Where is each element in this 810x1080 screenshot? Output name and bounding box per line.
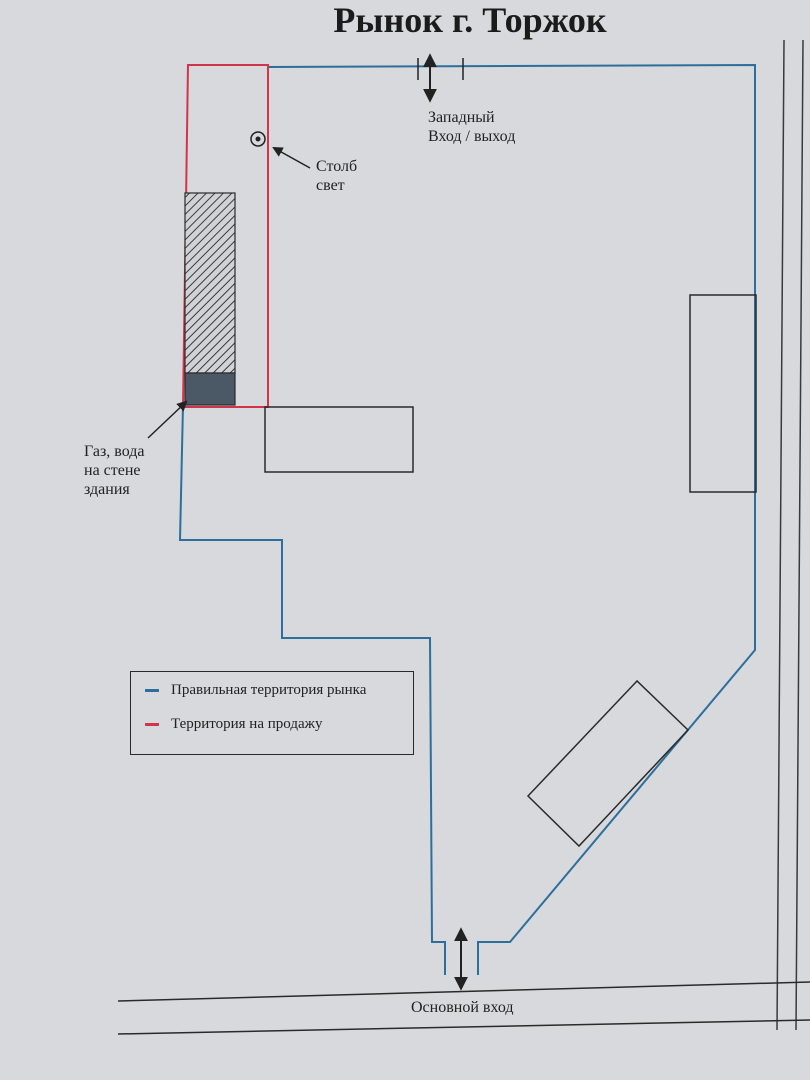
page-edge-line	[776, 39, 785, 1031]
market-boundary-west	[178, 404, 446, 975]
legend-swatch-sale	[145, 723, 159, 726]
light-pole-icon	[250, 131, 266, 147]
building-east	[689, 294, 757, 493]
west-entrance-label: Западный Вход / выход	[428, 109, 516, 145]
legend-label-market: Правильная территория рынка	[171, 682, 367, 698]
light-pole-label: Столб свет	[316, 158, 358, 194]
utilities-pointer-arrow	[147, 400, 188, 439]
hatched-building	[184, 192, 236, 374]
page-title: Рынок г. Торжок	[333, 0, 607, 40]
market-boundary	[267, 63, 756, 975]
main-entrance-label: Основной вход	[411, 999, 514, 1016]
building-central	[264, 406, 414, 473]
map-legend: Правильная территория рынка Территория н…	[130, 671, 414, 755]
building-diagonal	[526, 679, 690, 848]
utilities-label: Газ, вода на стене здания	[84, 443, 145, 498]
legend-item-market: Правильная территория рынка	[145, 682, 366, 699]
utility-block	[184, 372, 236, 406]
legend-swatch-market	[145, 689, 159, 692]
legend-label-sale: Территория на продажу	[171, 716, 323, 732]
page-edge-line	[795, 39, 804, 1031]
legend-item-sale: Территория на продажу	[145, 716, 323, 733]
road-line-top	[117, 981, 810, 1002]
light-pole-icon-center	[255, 136, 261, 142]
pole-pointer-arrow	[272, 146, 311, 169]
road-line-bottom	[117, 1019, 810, 1035]
